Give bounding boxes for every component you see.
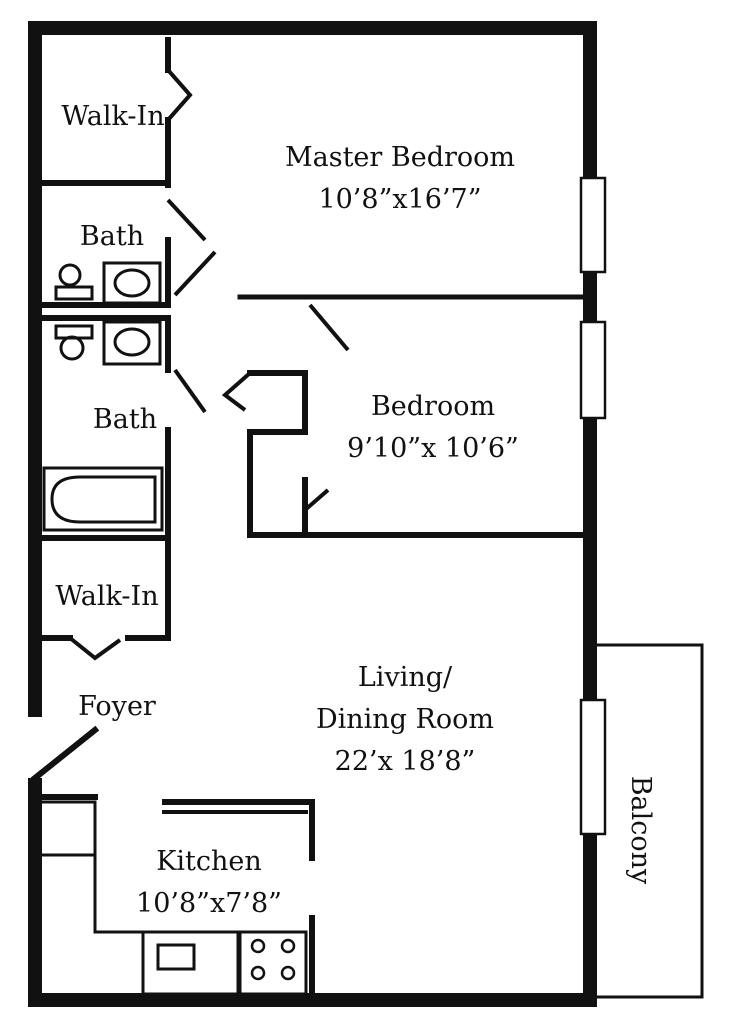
bedroom-dimensions: 9’10”x 10’6” bbox=[347, 433, 519, 464]
kitchen-label: Kitchen bbox=[156, 846, 262, 877]
living-dining-dimensions: 22’x 18’8” bbox=[335, 746, 476, 777]
windows bbox=[579, 176, 607, 836]
stove-icon bbox=[238, 930, 308, 996]
sink-upper-icon bbox=[102, 261, 162, 305]
bath-lower-label: Bath bbox=[93, 404, 157, 435]
master-bedroom-label: Master Bedroom bbox=[285, 142, 515, 173]
toilet-upper-icon bbox=[54, 263, 94, 301]
living-dining-label-line2: Dining Room bbox=[316, 704, 494, 735]
window-living bbox=[579, 698, 607, 836]
balcony-label: Balcony bbox=[625, 776, 656, 885]
kitchen-dimensions: 10’8”x7’8” bbox=[136, 888, 282, 919]
fixtures bbox=[40, 261, 308, 996]
bedroom-label: Bedroom bbox=[371, 391, 495, 422]
foyer-label: Foyer bbox=[78, 691, 156, 722]
living-dining-label-line1: Living/ bbox=[358, 662, 453, 693]
doors bbox=[68, 68, 350, 814]
room-labels: Walk-In Master Bedroom 10’8”x16’7” Bath … bbox=[55, 101, 656, 919]
walkin-bottom-label: Walk-In bbox=[55, 581, 158, 612]
sink-lower-icon bbox=[102, 320, 162, 366]
kitchen-sink-icon bbox=[141, 930, 240, 996]
exterior-walls bbox=[28, 21, 597, 1007]
window-bedroom bbox=[579, 320, 607, 420]
master-bedroom-dimensions: 10’8”x16’7” bbox=[318, 184, 481, 215]
window-master bbox=[579, 176, 607, 274]
interior-walls bbox=[30, 37, 588, 998]
bath-upper-label: Bath bbox=[80, 221, 144, 252]
walkin-top-label: Walk-In bbox=[61, 101, 164, 132]
balcony-outline bbox=[595, 643, 704, 999]
bathtub-icon bbox=[42, 466, 164, 532]
toilet-lower-icon bbox=[54, 324, 94, 361]
